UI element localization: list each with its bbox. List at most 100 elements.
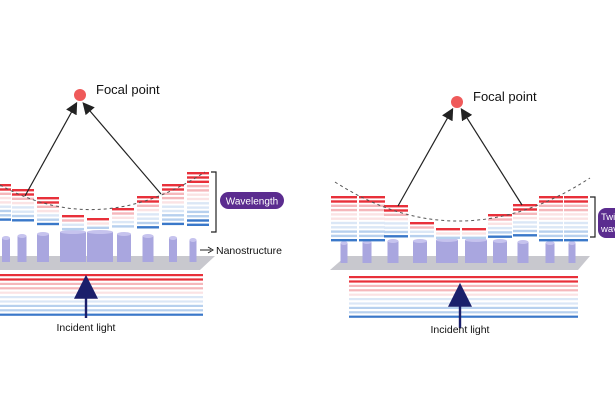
phase-block-stripe <box>12 193 34 196</box>
wave-stripe <box>0 296 203 299</box>
phase-block-stripe <box>488 235 512 238</box>
wave-stripe <box>0 287 203 290</box>
phase-block-stripe <box>513 234 537 237</box>
left-ray-left <box>24 101 78 197</box>
phase-block-stripe <box>112 212 134 215</box>
phase-block-stripe <box>384 209 408 212</box>
phase-block-stripe <box>513 216 537 220</box>
phase-block-stripe <box>37 222 59 226</box>
phase-block-stripe <box>539 226 563 229</box>
phase-block-stripe <box>513 221 537 224</box>
phase-block-stripe <box>162 209 184 213</box>
phase-block-stripe <box>331 204 357 207</box>
wave-stripe <box>349 298 578 301</box>
phase-block-stripe <box>37 214 59 217</box>
phase-block-stripe <box>187 206 209 209</box>
phase-block-stripe <box>331 221 357 225</box>
phase-block-stripe <box>187 172 209 175</box>
phase-block-stripe <box>137 200 159 203</box>
phase-block-stripe <box>331 230 357 233</box>
phase-block-stripe <box>0 192 11 195</box>
phase-block-stripe <box>12 206 34 209</box>
nanopillar <box>568 243 576 263</box>
phase-block-stripe <box>564 234 588 238</box>
phase-block-stripe <box>384 226 408 229</box>
phase-block-stripe <box>12 201 34 205</box>
left-phase-curve <box>0 171 206 211</box>
phase-block-stripe <box>359 204 385 207</box>
nanopillar <box>142 236 154 262</box>
phase-block-stripe <box>384 217 408 221</box>
nanopillar-top <box>517 240 529 244</box>
phase-block-stripe <box>0 184 11 187</box>
wave-stripe <box>0 274 203 277</box>
nanopillar-top <box>189 238 197 242</box>
phase-block-stripe <box>539 230 563 233</box>
nanopillar-top <box>340 241 348 245</box>
wave-stripe <box>349 315 578 318</box>
wave-stripe <box>0 304 203 307</box>
phase-block-stripe <box>359 234 385 238</box>
wave-stripe <box>0 291 203 294</box>
nanopillar <box>169 238 177 262</box>
phase-block-stripe <box>513 229 537 233</box>
phase-block-stripe <box>564 213 588 216</box>
nanopillar <box>17 236 27 262</box>
nanostructure-label: Nanostructure <box>216 245 282 257</box>
phase-block-stripe <box>331 226 357 229</box>
phase-block-stripe <box>187 184 209 188</box>
phase-block-stripe <box>384 205 408 208</box>
left-phase-blocks <box>0 172 209 231</box>
phase-block-stripe <box>462 236 486 239</box>
phase-block-stripe <box>384 222 408 225</box>
phase-block-stripe <box>12 210 34 213</box>
phase-block-stripe <box>564 239 588 242</box>
phase-block-stripe <box>112 225 134 228</box>
phase-block-stripe <box>187 193 209 196</box>
nanostructure-arrow-icon <box>207 246 214 254</box>
phase-block-stripe <box>137 221 159 225</box>
phase-block-stripe <box>0 196 11 200</box>
phase-block-stripe <box>62 215 84 218</box>
left-nanostructure-pillars <box>2 230 197 262</box>
wave-stripe <box>349 284 578 287</box>
left-wavelength-badge <box>220 192 284 209</box>
right-ray-left <box>397 107 454 207</box>
phase-block-stripe <box>410 230 434 233</box>
phase-block-stripe <box>162 192 184 195</box>
left-wave-stripes <box>0 274 203 316</box>
wave-stripe <box>349 311 578 314</box>
phase-block-stripe <box>331 208 357 212</box>
phase-block-stripe <box>488 214 512 217</box>
phase-block-stripe <box>331 234 357 238</box>
phase-block-stripe <box>359 196 385 199</box>
phase-block-stripe <box>0 214 11 217</box>
phase-block-stripe <box>137 204 159 207</box>
phase-block-stripe <box>488 231 512 234</box>
nanopillar-top <box>117 232 131 236</box>
phase-block-stripe <box>62 219 84 222</box>
right-wavelength-label-line2: wav <box>600 224 615 235</box>
nanopillar <box>545 243 555 263</box>
phase-block-stripe <box>384 235 408 238</box>
phase-block-stripe <box>12 189 34 192</box>
phase-block-stripe <box>564 208 588 212</box>
phase-block-stripe <box>37 218 59 221</box>
phase-block-stripe <box>359 226 385 229</box>
phase-block-stripe <box>37 205 59 208</box>
phase-block-stripe <box>436 236 460 239</box>
phase-block-stripe <box>539 208 563 212</box>
right-wavelength-badge <box>598 208 615 238</box>
left-ray-right <box>82 102 162 195</box>
phase-block-stripe <box>137 213 159 216</box>
phase-block-stripe <box>187 176 209 179</box>
phase-block-stripe <box>436 228 460 231</box>
phase-block-stripe <box>137 226 159 229</box>
wave-stripe <box>349 280 578 283</box>
nanopillar <box>2 238 10 262</box>
nanopillar-top <box>37 232 49 236</box>
phase-block-stripe <box>162 218 184 221</box>
phase-block-stripe <box>539 196 563 199</box>
substrate-plate <box>0 256 215 270</box>
